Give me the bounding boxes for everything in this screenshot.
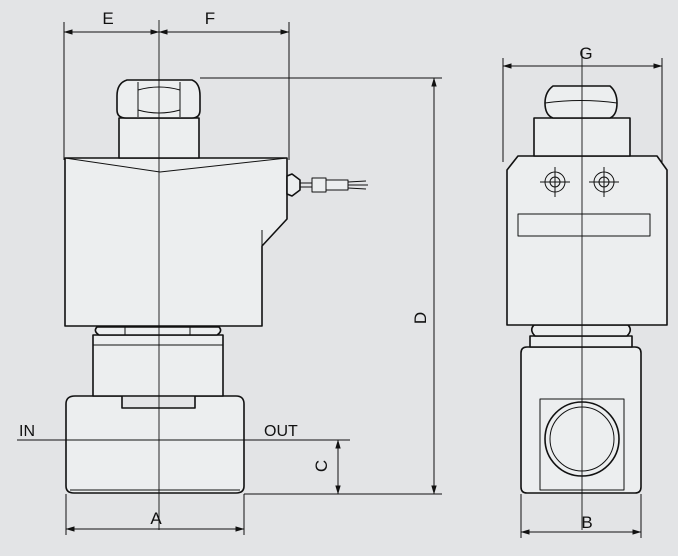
port-label-out: OUT <box>264 423 298 440</box>
dimension-lines <box>63 22 663 538</box>
valve-bonnet <box>92 334 224 397</box>
center-lines <box>17 20 583 530</box>
coil-housing <box>64 157 288 327</box>
side-top-nut <box>544 85 618 119</box>
top-nut <box>116 79 201 119</box>
dim-label-e: E <box>102 9 113 28</box>
labels: E F G A B D C IN OUT <box>19 9 593 532</box>
side-view <box>506 85 668 494</box>
terminal-screw-right <box>589 167 619 197</box>
coil-base-ring <box>94 326 222 336</box>
port-label-in: IN <box>19 423 35 440</box>
side-coil-housing <box>506 155 668 326</box>
dim-label-a: A <box>150 509 162 528</box>
valve-body <box>65 395 245 494</box>
front-view <box>64 79 368 494</box>
dim-label-c: C <box>312 460 331 472</box>
terminal-screw-left <box>540 167 570 197</box>
dim-label-g: G <box>579 44 592 63</box>
cable-gland <box>286 173 301 197</box>
dim-label-f: F <box>205 9 215 28</box>
dim-label-b: B <box>581 513 592 532</box>
dim-label-d: D <box>411 312 430 324</box>
